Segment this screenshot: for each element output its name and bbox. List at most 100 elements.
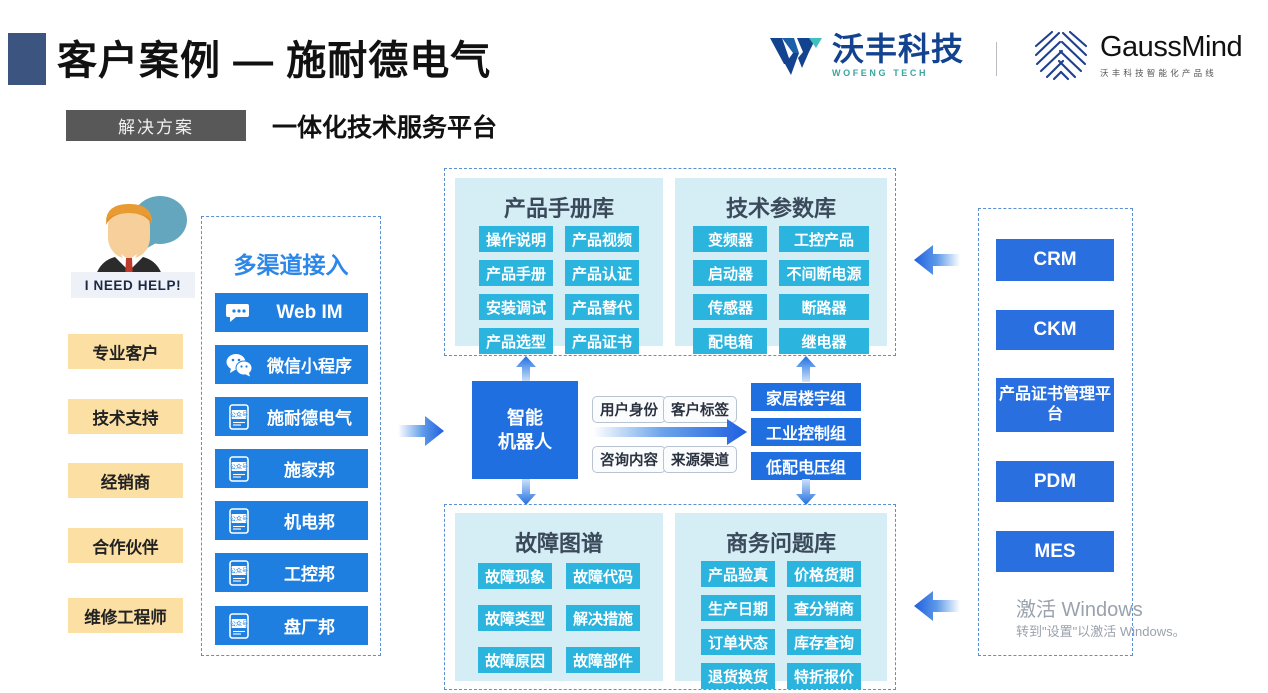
system-button-crm[interactable]: CRM — [996, 239, 1114, 281]
up-arrow-icon — [795, 356, 817, 387]
param-tag-inquiry-content[interactable]: 咨询内容 — [592, 446, 666, 473]
knowledge-tag[interactable]: 产品替代 — [565, 294, 640, 320]
intelligent-robot-node[interactable]: 智能机器人 — [472, 381, 578, 479]
knowledge-tag[interactable]: 传感器 — [693, 294, 768, 320]
w-logo-icon — [768, 34, 824, 78]
channel-item-label: 机电邦 — [284, 513, 335, 532]
page-title: 客户案例 — 施耐德电气 — [57, 39, 492, 83]
knowledge-tag[interactable]: 产品证书 — [565, 328, 640, 354]
knowledge-tag[interactable]: 故障部件 — [566, 647, 641, 673]
channel-item-schneider[interactable]: 公众号 施耐德电气 — [215, 397, 368, 436]
knowledge-bottom-container — [444, 504, 896, 690]
param-tag-source-channel[interactable]: 来源渠道 — [663, 446, 737, 473]
right-arrow-icon — [398, 413, 446, 454]
channel-group-container — [201, 216, 381, 656]
knowledge-tag[interactable]: 故障类型 — [477, 605, 552, 631]
knowledge-tag[interactable]: 库存查询 — [787, 629, 862, 655]
knowledge-tag[interactable]: 配电箱 — [693, 328, 768, 354]
knowledge-tag[interactable]: 故障代码 — [566, 563, 641, 589]
svg-text:公众号: 公众号 — [230, 412, 249, 419]
system-button-cert-platform[interactable]: 产品证书管理平台 — [996, 378, 1114, 432]
knowledge-panel-business-questions: 商务问题库 产品验真 生产日期 订单状态 退货换货 价格货期 查分销商 库存查询… — [675, 513, 887, 689]
knowledge-top-container — [444, 168, 896, 356]
system-button-ckm[interactable]: CKM — [996, 310, 1114, 350]
channel-item-shijiabang[interactable]: 公众号 施家邦 — [215, 449, 368, 488]
channel-group-title: 多渠道接入 — [233, 252, 349, 278]
role-box-1[interactable]: 技术支持 — [68, 399, 183, 434]
knowledge-tag[interactable]: 产品认证 — [565, 260, 640, 286]
knowledge-tag[interactable]: 继电器 — [779, 328, 869, 354]
system-button-mes[interactable]: MES — [996, 531, 1114, 572]
role-box-0[interactable]: 专业客户 — [68, 334, 183, 369]
knowledge-tag[interactable]: 断路器 — [779, 294, 869, 320]
gaussmind-logo: GaussMind 沃丰科技智能化产品线 — [1032, 30, 1243, 82]
panel-title: 产品手册库 — [503, 196, 614, 221]
knowledge-tag[interactable]: 故障现象 — [477, 563, 552, 589]
channel-item-label: 微信小程序 — [267, 357, 352, 376]
channel-item-wechat-mini[interactable]: 微信小程序 — [215, 345, 368, 384]
knowledge-tag[interactable]: 解决措施 — [566, 605, 641, 631]
down-arrow-icon — [795, 479, 817, 510]
logo-divider — [996, 42, 997, 76]
wechat-icon — [221, 353, 257, 377]
knowledge-tag[interactable]: 订单状态 — [700, 629, 775, 655]
knowledge-tag[interactable]: 启动器 — [693, 260, 768, 286]
param-tag-customer-label[interactable]: 客户标签 — [663, 396, 737, 423]
panel-title: 故障图谱 — [514, 531, 603, 556]
right-arrow-icon — [593, 418, 748, 451]
channel-item-label: 工控邦 — [284, 565, 335, 584]
system-button-pdm[interactable]: PDM — [996, 461, 1114, 502]
knowledge-panel-product-manual: 产品手册库 操作说明 产品手册 安装调试 产品选型 产品视频 产品认证 产品替代… — [455, 178, 663, 354]
wofeng-logo-en: WOFENG TECH — [832, 68, 929, 78]
official-account-icon: 公众号 — [221, 559, 257, 586]
svg-text:公众号: 公众号 — [230, 568, 249, 575]
gaussmind-knot-icon — [1032, 30, 1090, 82]
param-tag-user-identity[interactable]: 用户身份 — [592, 396, 666, 423]
knowledge-tag[interactable]: 安装调试 — [478, 294, 553, 320]
knowledge-tag[interactable]: 退货换货 — [700, 663, 775, 689]
windows-activation-watermark: 激活 Windows 转到"设置"以激活 Windows。 — [1016, 598, 1186, 640]
official-account-icon: 公众号 — [221, 612, 257, 639]
knowledge-tag[interactable]: 变频器 — [693, 226, 768, 252]
knowledge-tag[interactable]: 价格货期 — [787, 561, 862, 587]
knowledge-tag[interactable]: 查分销商 — [787, 595, 862, 621]
channel-item-jidianbang[interactable]: 公众号 机电邦 — [215, 501, 368, 540]
watermark-line-1: 激活 Windows — [1016, 599, 1143, 621]
knowledge-tag[interactable]: 产品验真 — [700, 561, 775, 587]
knowledge-tag[interactable]: 工控产品 — [779, 226, 869, 252]
panel-title: 商务问题库 — [725, 531, 836, 556]
robot-label: 智能机器人 — [498, 407, 552, 452]
svg-text:公众号: 公众号 — [230, 516, 249, 523]
channel-item-label: Web IM — [276, 301, 343, 323]
knowledge-tag[interactable]: 故障原因 — [477, 647, 552, 673]
down-arrow-icon — [515, 479, 537, 510]
need-help-banner: I NEED HELP! — [71, 272, 195, 298]
knowledge-tag[interactable]: 生产日期 — [700, 595, 775, 621]
channel-item-label: 施耐德电气 — [267, 409, 352, 428]
role-box-2[interactable]: 经销商 — [68, 463, 183, 498]
group-button-low-voltage[interactable]: 低配电压组 — [751, 452, 861, 480]
group-button-industrial-control[interactable]: 工业控制组 — [751, 418, 861, 446]
role-box-3[interactable]: 合作伙伴 — [68, 528, 183, 563]
channel-item-gongkongbang[interactable]: 公众号 工控邦 — [215, 553, 368, 592]
knowledge-tag[interactable]: 操作说明 — [478, 226, 553, 252]
knowledge-tag[interactable]: 不间断电源 — [779, 260, 869, 286]
channel-item-label: 施家邦 — [284, 461, 335, 480]
svg-text:公众号: 公众号 — [230, 464, 249, 471]
gaussmind-name: GaussMind — [1100, 31, 1243, 63]
knowledge-panel-tech-params: 技术参数库 变频器 启动器 传感器 配电箱 工控产品 不间断电源 断路器 继电器 — [675, 178, 887, 354]
official-account-icon: 公众号 — [221, 455, 257, 482]
role-box-4[interactable]: 维修工程师 — [68, 598, 183, 633]
knowledge-tag[interactable]: 特折报价 — [787, 663, 862, 689]
channel-item-panchangbang[interactable]: 公众号 盘厂邦 — [215, 606, 368, 645]
knowledge-tag[interactable]: 产品选型 — [478, 328, 553, 354]
channel-item-web-im[interactable]: Web IM — [215, 293, 368, 332]
channel-item-label: 盘厂邦 — [284, 618, 335, 637]
chat-bubble-icon — [221, 302, 257, 324]
group-button-home-building[interactable]: 家居楼宇组 — [751, 383, 861, 411]
solution-chip: 解决方案 — [66, 110, 246, 141]
left-arrow-icon — [912, 589, 960, 628]
knowledge-tag[interactable]: 产品手册 — [478, 260, 553, 286]
knowledge-tag[interactable]: 产品视频 — [565, 226, 640, 252]
